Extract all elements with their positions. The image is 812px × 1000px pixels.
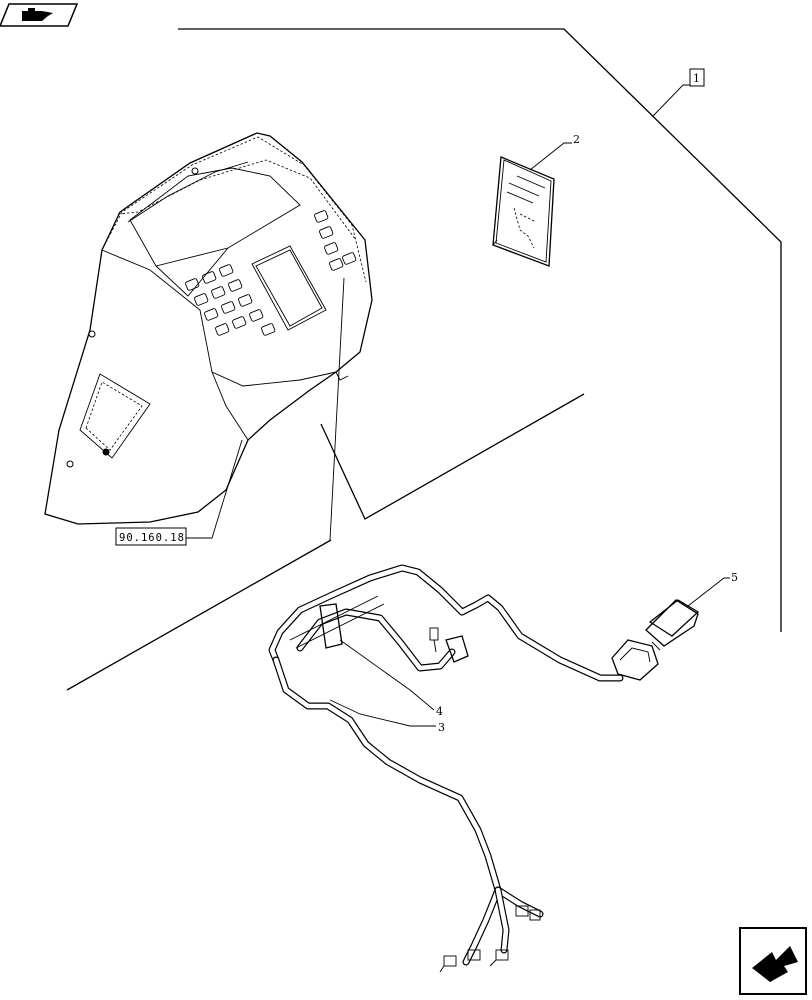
callout-1-label: 1 bbox=[693, 72, 700, 85]
manual-booklet bbox=[492, 156, 555, 267]
callout-5-label: 5 bbox=[731, 571, 738, 584]
callout-1[interactable]: 1 bbox=[652, 68, 705, 117]
callout-3[interactable]: 3 bbox=[329, 699, 445, 734]
switch-cluster-left bbox=[185, 264, 276, 336]
callout-3-label: 3 bbox=[438, 721, 445, 734]
callout-2[interactable]: 2 bbox=[529, 133, 580, 171]
switch-cluster-right bbox=[314, 210, 357, 271]
switch-leader bbox=[329, 277, 345, 541]
next-page-button[interactable] bbox=[739, 927, 807, 995]
next-page-arrow-icon bbox=[752, 946, 798, 982]
assembly-boundary bbox=[66, 28, 782, 691]
book-icon bbox=[22, 8, 53, 21]
callout-4[interactable]: 4 bbox=[339, 639, 443, 718]
callout-2-label: 2 bbox=[573, 133, 580, 146]
wiring-harness bbox=[268, 564, 624, 973]
book-icon-button[interactable] bbox=[0, 3, 79, 27]
reference-label-90-160-18[interactable]: 90.160.18 bbox=[115, 439, 243, 546]
callout-4-label: 4 bbox=[436, 705, 443, 718]
console-cover bbox=[44, 132, 373, 525]
callout-5[interactable]: 5 bbox=[687, 571, 738, 607]
switch-connector bbox=[611, 599, 700, 681]
reference-label-text: 90.160.18 bbox=[119, 532, 185, 544]
